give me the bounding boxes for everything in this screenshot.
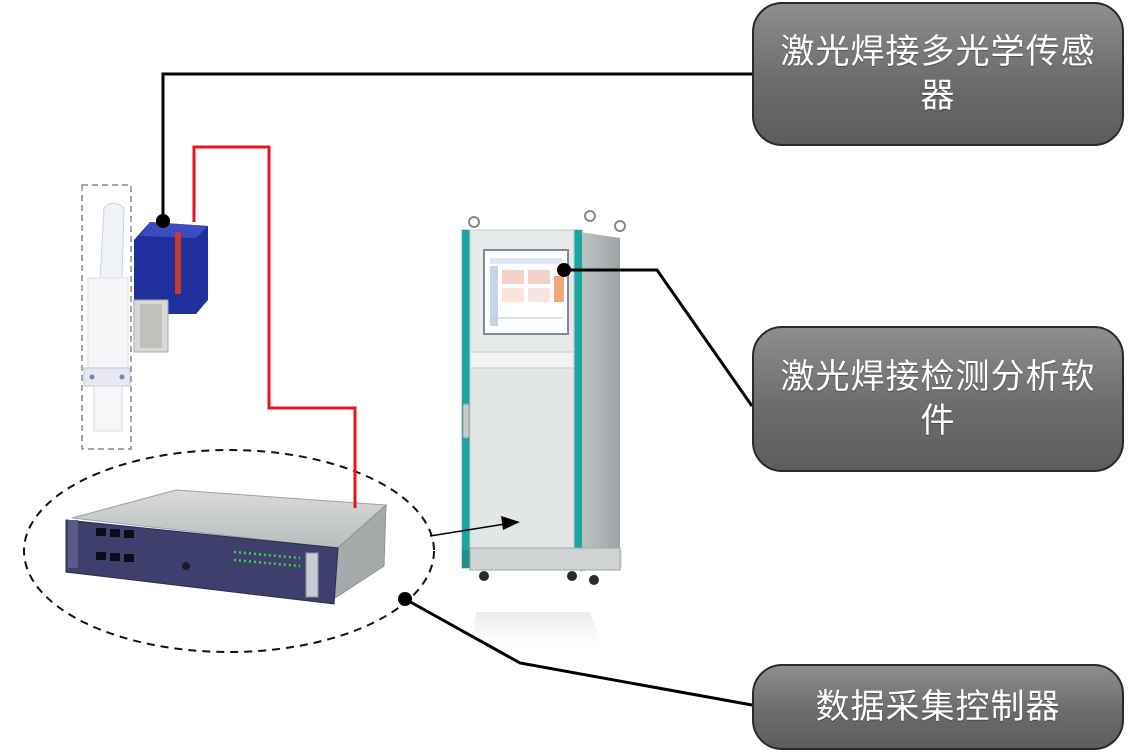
controller-front-panel	[65, 519, 339, 605]
laser-head-body	[83, 202, 131, 432]
cabinet-trim-right	[574, 230, 582, 568]
data-controller-image	[23, 449, 435, 653]
sensor-red-window	[175, 232, 181, 294]
callout-data-controller-text: 数据采集控制器	[815, 687, 1061, 727]
software-connector-dot	[557, 263, 571, 277]
callout-optical-sensor: 激光焊接多光学传感器	[752, 2, 1124, 146]
callout-analysis-software-text: 激光焊接检测分析软件	[780, 357, 1096, 441]
data-flow-arrow	[429, 516, 520, 537]
callout-analysis-software: 激光焊接检测分析软件	[752, 326, 1124, 472]
sensor-connector-line	[161, 72, 752, 221]
software-connector-line	[564, 268, 754, 407]
controller-connector-line	[404, 597, 753, 707]
controller-connector-dot	[398, 592, 412, 606]
laser-head-dashed-frame	[81, 184, 132, 450]
cabinet-trim-left	[462, 230, 470, 568]
detection-cabinet-image	[461, 210, 626, 660]
cabinet-reflection	[470, 612, 608, 660]
signal-cable-red-line	[192, 145, 357, 508]
controller-led-strip	[233, 550, 301, 568]
sensor-connector-dot	[156, 214, 170, 228]
controller-dashed-ellipse	[23, 449, 435, 653]
laser-head-image	[81, 184, 208, 450]
optical-sensor-module	[133, 222, 208, 353]
callout-data-controller: 数据采集控制器	[752, 664, 1124, 750]
callout-optical-sensor-text: 激光焊接多光学传感器	[780, 32, 1096, 116]
